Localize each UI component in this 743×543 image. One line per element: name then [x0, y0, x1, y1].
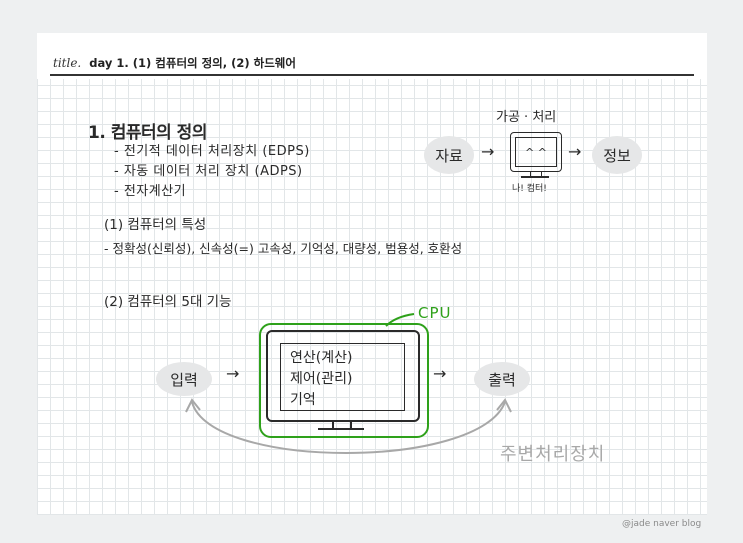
arrow-to-output: → [433, 364, 447, 383]
subsection-characteristics: (1) 컴퓨터의 특성 [104, 217, 207, 233]
section-heading-definition: 1. 컴퓨터의 정의 [88, 123, 207, 143]
arrow-to-computer: → [481, 142, 495, 161]
cpu-monitor-stand [332, 420, 352, 428]
smiley-face: ^ ^ [525, 145, 547, 159]
cpu-outline [259, 323, 429, 438]
peripheral-label: 주변처리장치 [500, 444, 606, 465]
cpu-function-memory: 기억 [290, 392, 316, 408]
cpu-screen [280, 343, 405, 411]
title-prefix: title. [53, 56, 82, 70]
arrow-to-info: → [568, 142, 582, 161]
bullet-adps: - 자동 데이터 처리 장치 (ADPS) [114, 164, 303, 179]
title-row: title. day 1. (1) 컴퓨터의 정의, (2) 하드웨어 [53, 55, 296, 71]
computer-icon: ^ ^ [510, 132, 562, 172]
cpu-monitor [266, 330, 420, 422]
title-band [37, 33, 707, 79]
notebook-paper [37, 33, 707, 515]
computer-base [521, 176, 549, 178]
page-title: day 1. (1) 컴퓨터의 정의, (2) 하드웨어 [89, 56, 296, 70]
data-label: 자료 [435, 146, 463, 165]
computer-screen: ^ ^ [515, 137, 557, 167]
cpu-function-control: 제어(관리) [290, 371, 353, 387]
computer-caption: 나! 컴터! [512, 184, 547, 194]
characteristics-detail: - 정확성(신뢰성), 신속성(=) 고속성, 기억성, 대량성, 범용성, 호… [104, 241, 463, 256]
computer-stand [530, 172, 542, 176]
info-bubble: 정보 [592, 136, 642, 174]
subsection-five-functions: (2) 컴퓨터의 5대 기능 [104, 294, 232, 310]
cpu-functions: 연산(계산) 제어(관리) 기억 [290, 348, 352, 411]
cpu-function-arithmetic: 연산(계산) [290, 350, 353, 366]
cpu-monitor-base [318, 428, 364, 430]
peripheral-arrowhead-right [496, 398, 512, 413]
title-underline [50, 74, 694, 76]
output-bubble: 출력 [474, 362, 530, 396]
arrow-to-cpu: → [226, 364, 240, 383]
bullet-calculator: - 전자계산기 [114, 184, 187, 199]
watermark: @jade naver blog [622, 519, 702, 529]
input-label: 입력 [170, 370, 198, 389]
bullet-edps: - 전기적 데이터 처리장치 (EDPS) [114, 144, 310, 159]
data-bubble: 자료 [424, 136, 474, 174]
input-bubble: 입력 [156, 362, 212, 396]
peripheral-arrowhead-left [185, 398, 201, 413]
output-label: 출력 [488, 370, 516, 389]
peripheral-arc [191, 401, 506, 454]
info-label: 정보 [603, 146, 631, 165]
cpu-label: CPU [418, 304, 452, 322]
process-label: 가공 · 처리 [496, 110, 557, 125]
